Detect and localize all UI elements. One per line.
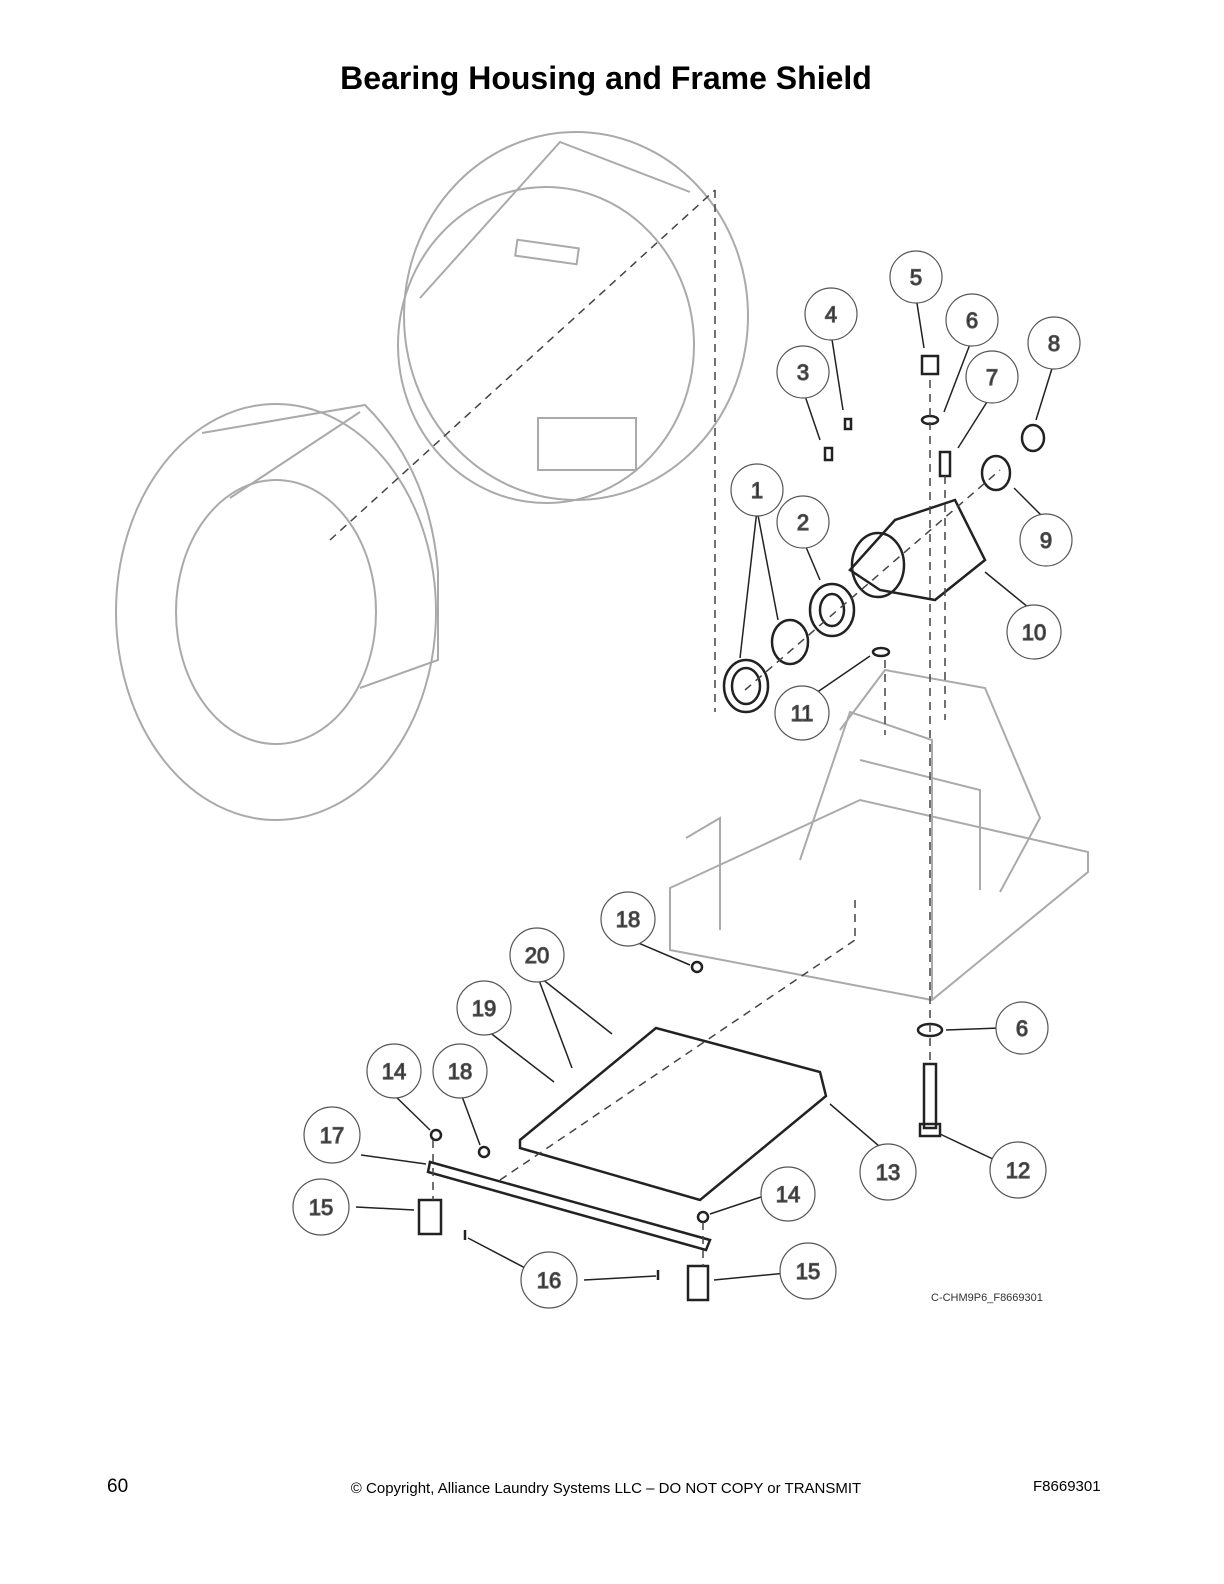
svg-text:12: 12 (1006, 1158, 1030, 1183)
callout-15b: 15 (779, 1242, 837, 1300)
callout-18b: 18 (432, 1043, 488, 1099)
document-number: F8669301 (1033, 1478, 1101, 1495)
svg-text:15: 15 (309, 1195, 333, 1220)
svg-text:14: 14 (776, 1182, 800, 1207)
svg-text:5: 5 (910, 265, 922, 290)
dashed-guide-lines (329, 189, 1001, 1266)
svg-text:4: 4 (825, 302, 837, 327)
svg-text:7: 7 (986, 365, 998, 390)
svg-text:6: 6 (966, 308, 978, 333)
callout-2: 2 (776, 495, 830, 549)
svg-text:3: 3 (797, 360, 809, 385)
callout-12: 12 (989, 1141, 1047, 1199)
svg-text:10: 10 (1022, 620, 1046, 645)
page-number: 60 (107, 1476, 129, 1497)
svg-text:16: 16 (537, 1268, 561, 1293)
callout-6: 6 (945, 293, 999, 347)
svg-text:18: 18 (448, 1059, 472, 1084)
svg-text:11: 11 (791, 701, 814, 726)
svg-text:17: 17 (320, 1123, 344, 1148)
svg-text:18: 18 (616, 907, 640, 932)
callout-5: 5 (889, 250, 943, 304)
callout-17: 17 (303, 1106, 361, 1164)
svg-text:8: 8 (1048, 331, 1060, 356)
svg-text:15: 15 (796, 1259, 820, 1284)
svg-text:6: 6 (1016, 1016, 1028, 1041)
cylinder-drawing (115, 131, 749, 821)
svg-text:20: 20 (525, 943, 549, 968)
callout-14b: 14 (760, 1166, 816, 1222)
svg-text:19: 19 (472, 996, 496, 1021)
callout-1: 1 (730, 463, 784, 517)
callout-11: 11 (774, 685, 830, 741)
callout-8: 8 (1027, 316, 1081, 370)
machine-frame-drawing (669, 668, 1089, 1002)
callout-10: 10 (1006, 604, 1062, 660)
svg-text:14: 14 (382, 1059, 406, 1084)
callout-19: 19 (456, 980, 512, 1036)
callout-9: 9 (1019, 513, 1073, 567)
callout-bubbles: 1 2 3 4 5 6 7 8 9 10 11 18 20 19 6 14 18… (292, 250, 1081, 1309)
svg-text:13: 13 (876, 1160, 900, 1185)
callout-18: 18 (600, 891, 656, 947)
svg-text:9: 9 (1040, 528, 1052, 553)
callout-4: 4 (804, 287, 858, 341)
copyright-notice: © Copyright, Alliance Laundry Systems LL… (350, 1480, 862, 1497)
callout-7: 7 (965, 350, 1019, 404)
callout-20: 20 (509, 927, 565, 983)
callout-15: 15 (292, 1178, 350, 1236)
page-title: Bearing Housing and Frame Shield (340, 60, 872, 96)
callout-leaders (355, 296, 1055, 1281)
figure-id: C-CHM9P6_F8669301 (931, 1292, 1043, 1304)
callout-16: 16 (520, 1251, 578, 1309)
callout-3: 3 (776, 345, 830, 399)
callout-14: 14 (366, 1043, 422, 1099)
callout-13: 13 (859, 1143, 917, 1201)
frame-shield-drawing (417, 960, 828, 1302)
callout-6b: 6 (995, 1001, 1049, 1055)
bearing-parts-drawing (722, 354, 1046, 1138)
svg-text:2: 2 (797, 510, 809, 535)
svg-text:1: 1 (751, 478, 763, 503)
